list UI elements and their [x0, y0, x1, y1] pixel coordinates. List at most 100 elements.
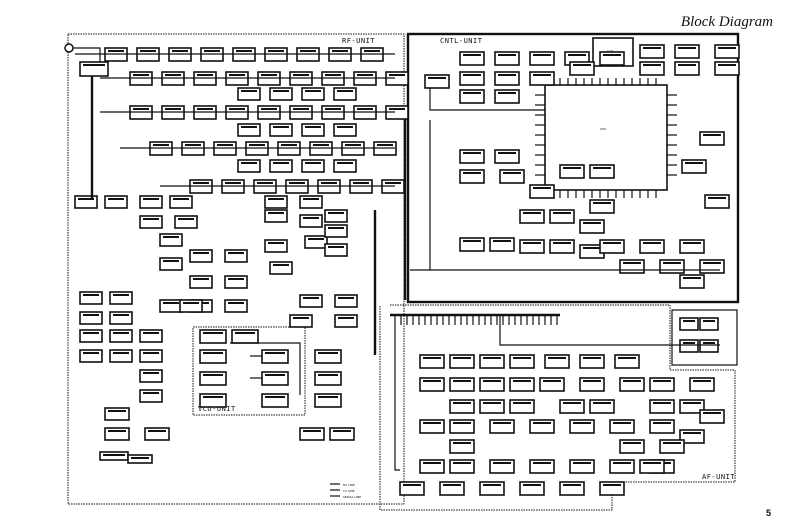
block-label-mark — [332, 50, 348, 52]
block-label-mark — [228, 278, 244, 280]
block-label-mark — [140, 50, 156, 52]
block-label-mark — [653, 422, 671, 424]
circuit-block — [609, 459, 635, 474]
block-label-mark — [303, 430, 321, 432]
page-title: Block Diagram — [680, 14, 773, 30]
block-label-mark — [178, 218, 194, 220]
circuit-block — [449, 354, 475, 369]
circuit-block — [299, 294, 323, 308]
block-label-mark — [718, 47, 736, 49]
block-label-mark — [428, 77, 446, 79]
circuit-block — [529, 184, 555, 199]
block-label-mark — [229, 74, 245, 76]
block-label-mark — [443, 484, 461, 486]
circuit-block — [314, 393, 342, 408]
circuit-block — [109, 311, 133, 325]
circuit-block — [449, 377, 475, 392]
block-label-mark — [693, 380, 711, 382]
block-label-mark — [463, 172, 481, 174]
block-label-mark — [493, 240, 511, 242]
block-label-mark — [683, 342, 695, 344]
block-label-mark — [683, 277, 701, 279]
circuit-block — [449, 399, 475, 414]
af-blocks — [399, 354, 725, 496]
circuit-block — [449, 439, 475, 454]
block-label-mark — [533, 54, 551, 56]
block-label-mark — [423, 462, 441, 464]
circuit-block — [79, 311, 103, 325]
legend-rx: RX LINE — [343, 483, 355, 487]
block-label-mark — [241, 162, 257, 164]
circuit-block — [614, 354, 640, 369]
circuit-block — [699, 339, 719, 353]
block-label-mark — [563, 402, 581, 404]
circuit-block — [399, 481, 425, 496]
block-label-mark — [165, 108, 181, 110]
block-label-mark — [273, 264, 289, 266]
block-label-mark — [289, 182, 305, 184]
circuit-block — [231, 329, 259, 344]
block-label-mark — [293, 74, 309, 76]
block-label-mark — [385, 182, 401, 184]
signal-wires — [73, 47, 720, 471]
circuit-block — [144, 427, 170, 441]
block-label-mark — [229, 108, 245, 110]
circuit-block — [199, 329, 227, 344]
circuit-block — [619, 439, 645, 454]
block-label-mark — [513, 380, 531, 382]
block-label-mark — [573, 64, 591, 66]
circuit-block — [659, 439, 685, 454]
block-label-mark — [703, 262, 721, 264]
circuit-block — [109, 291, 133, 305]
block-label-mark — [305, 162, 321, 164]
block-label-mark — [217, 144, 233, 146]
block-label-mark — [523, 484, 541, 486]
block-label-mark — [685, 162, 703, 164]
block-label-mark — [203, 374, 223, 376]
circuit-block — [189, 249, 213, 263]
circuit-block — [589, 199, 615, 214]
block-label-mark — [703, 412, 721, 414]
block-label-mark — [403, 484, 421, 486]
circuit-block — [199, 349, 227, 364]
block-label-mark — [143, 392, 159, 394]
circuit-block — [569, 419, 595, 434]
block-label-mark — [203, 352, 223, 354]
block-label-mark — [318, 352, 338, 354]
circuit-block — [224, 275, 248, 289]
circuit-block — [301, 159, 325, 173]
block-label-mark — [453, 380, 471, 382]
block-label-mark — [303, 217, 319, 219]
block-label-mark — [663, 442, 681, 444]
circuit-block — [544, 354, 570, 369]
block-label-mark — [503, 172, 521, 174]
circuit-block — [704, 194, 730, 209]
circuit-block — [499, 169, 525, 184]
block-label-mark — [389, 108, 405, 110]
block-label-mark — [533, 422, 551, 424]
circuit-block — [519, 209, 545, 224]
circuit-block — [333, 159, 357, 173]
af-unit-frame — [379, 304, 736, 511]
block-label-mark — [483, 380, 501, 382]
circuit-block — [699, 409, 725, 424]
circuit-block — [489, 459, 515, 474]
block-label-mark — [678, 64, 696, 66]
block-label-mark — [113, 314, 129, 316]
circuit-block — [674, 44, 700, 59]
block-label-mark — [225, 182, 241, 184]
circuit-block — [639, 44, 665, 59]
circuit-block — [714, 44, 740, 59]
circuit-block — [609, 419, 635, 434]
block-label-mark — [643, 462, 661, 464]
block-label-mark — [563, 167, 581, 169]
circuit-block — [539, 377, 565, 392]
block-label-mark — [268, 242, 284, 244]
block-label-mark — [463, 152, 481, 154]
block-label-mark — [103, 454, 125, 456]
block-label-mark — [553, 242, 571, 244]
circuit-block — [699, 131, 725, 146]
block-label-mark — [357, 108, 373, 110]
circuit-block — [639, 459, 665, 474]
block-label-mark — [241, 126, 257, 128]
